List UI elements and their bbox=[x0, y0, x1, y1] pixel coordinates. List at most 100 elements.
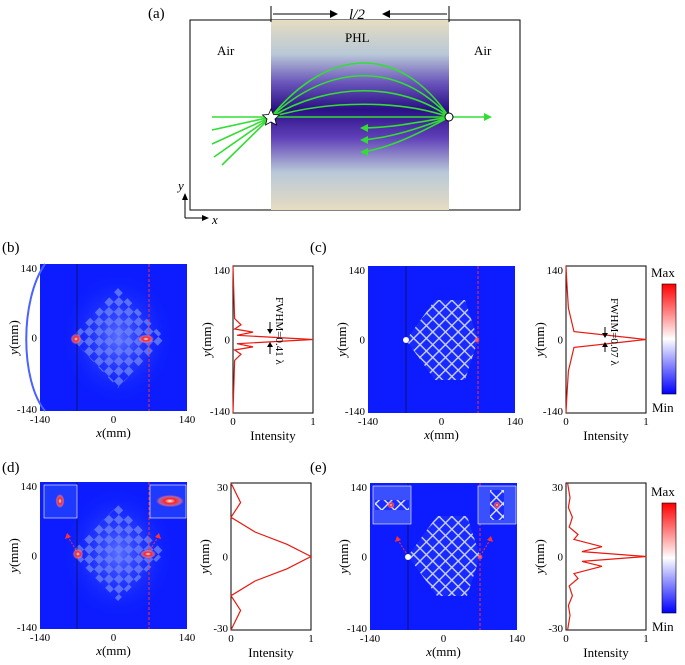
profile-x-tick-b-0: 0 bbox=[230, 416, 236, 428]
source-spot-b bbox=[70, 333, 82, 345]
colorbar-bottom-min: Min bbox=[652, 619, 674, 634]
field-y-tick-e-0: 140 bbox=[351, 482, 368, 494]
field-x-label-b: x(mm) bbox=[95, 425, 131, 440]
inset-arrow-left-d bbox=[65, 533, 71, 539]
source-spot-d bbox=[72, 548, 84, 560]
source-star-icon bbox=[261, 108, 281, 126]
phl-slab bbox=[271, 20, 449, 210]
colorbar-bottom-max: Max bbox=[651, 484, 675, 499]
profile-y-tick-e-2: -30 bbox=[548, 623, 563, 635]
field-x-tick-b-0: -140 bbox=[30, 414, 51, 426]
ray-arrow-back-3 bbox=[360, 148, 368, 156]
width-arrowhead-left bbox=[382, 10, 390, 18]
profile-x-tick-b-1: 1 bbox=[310, 416, 316, 428]
width-arrowhead-right bbox=[330, 10, 338, 18]
colorbar-top-max: Max bbox=[651, 265, 675, 280]
profile-y-tick-c-2: -140 bbox=[543, 406, 564, 418]
profile-x-tick-c-1: 1 bbox=[643, 416, 649, 428]
panel-c-field: (c) bbox=[310, 240, 515, 413]
field-y-label-d: y(mm) bbox=[6, 538, 21, 575]
field-y-label-b: y(mm) bbox=[6, 320, 21, 357]
profile-frame-c bbox=[565, 265, 647, 414]
field-y-tick-d-1: 0 bbox=[32, 551, 38, 563]
field-y-tick-c-1: 0 bbox=[360, 335, 366, 347]
axis-x-label: x bbox=[211, 212, 218, 227]
profile-curves bbox=[230, 265, 647, 631]
focus-spot-e bbox=[477, 554, 483, 560]
panel-b-field: (b) bbox=[2, 240, 187, 412]
field-x-label-c: x(mm) bbox=[423, 427, 459, 442]
profile-x-tick-e-1: 1 bbox=[643, 633, 649, 645]
profile-frame-d bbox=[230, 482, 312, 631]
profile-y-label-b: y(mm) bbox=[199, 322, 214, 359]
focus-spot-c bbox=[474, 337, 480, 343]
profile-y-tick-b-1: 0 bbox=[225, 335, 231, 347]
profile-x-label-b: Intensity bbox=[250, 428, 296, 443]
fwhm-annotation-b: FWHM=0.41 λ bbox=[267, 297, 285, 365]
colorbar-bottom: Max Min bbox=[651, 484, 677, 634]
field-x-tick-c-0: -140 bbox=[358, 416, 379, 428]
profile-y-tick-c-1: 0 bbox=[558, 335, 564, 347]
profile-x-label-d: Intensity bbox=[248, 645, 294, 660]
profile-x-tick-e-0: 0 bbox=[563, 633, 569, 645]
profile-curve-d bbox=[230, 482, 313, 631]
profile-x-tick-c-0: 0 bbox=[563, 416, 569, 428]
field-x-tick-c-1: 0 bbox=[439, 416, 445, 428]
colorbar-top-min: Min bbox=[652, 400, 674, 415]
field-y-tick-e-2: -140 bbox=[347, 623, 368, 635]
panel-label-b: (b) bbox=[2, 240, 20, 256]
profile-curve-c bbox=[565, 265, 647, 414]
profile-curve-e bbox=[567, 482, 647, 631]
profile-frame-b bbox=[232, 265, 314, 414]
field-x-tick-d-1: 0 bbox=[111, 632, 117, 644]
profile-y-tick-b-0: 140 bbox=[214, 265, 231, 277]
panel-d-field: (d) bbox=[2, 460, 187, 629]
region-phl: PHL bbox=[345, 30, 370, 45]
width-label: l/2 bbox=[349, 7, 365, 23]
field-x-tick-c-2: 140 bbox=[507, 416, 524, 428]
field-y-label-c: y(mm) bbox=[334, 322, 349, 359]
field-x-tick-e-1: 0 bbox=[441, 633, 447, 645]
field-y-label-e: y(mm) bbox=[336, 539, 351, 576]
panel-label-d: (d) bbox=[2, 460, 20, 476]
profile-y-label-e: y(mm) bbox=[532, 539, 547, 576]
panel-e-field: (e) bbox=[310, 460, 517, 630]
field-y-tick-c-2: -140 bbox=[345, 406, 366, 418]
profile-curve-b bbox=[232, 265, 314, 414]
profile-y-label-d: y(mm) bbox=[197, 539, 212, 576]
field-x-tick-e-0: -140 bbox=[360, 633, 381, 645]
field-x-tick-b-1: 0 bbox=[111, 414, 117, 426]
axis-x-arrowhead bbox=[202, 215, 209, 221]
field-x-tick-e-2: 140 bbox=[509, 633, 526, 645]
panel-a: (a) l/2 Air PHL Air bbox=[148, 6, 521, 227]
image-point-icon bbox=[444, 112, 454, 122]
profile-y-tick-d-2: -30 bbox=[213, 623, 228, 635]
ray-arrow-out bbox=[484, 113, 492, 121]
inset-arrow-right-e bbox=[487, 536, 493, 542]
profile-frames bbox=[230, 265, 647, 631]
inset-arrow-left-e bbox=[395, 536, 401, 542]
focus-spot-d bbox=[139, 549, 157, 559]
profile-y-tick-e-0: 30 bbox=[552, 482, 564, 494]
region-air-right: Air bbox=[474, 43, 492, 58]
field-x-label-d: x(mm) bbox=[95, 643, 131, 658]
panel-label-c: (c) bbox=[310, 240, 327, 256]
profile-y-tick-b-2: -140 bbox=[210, 406, 231, 418]
field-x-tick-b-2: 140 bbox=[179, 414, 196, 426]
source-spot-c bbox=[403, 337, 409, 343]
fwhm-annotation-c: FWHM=0.07 λ bbox=[602, 298, 620, 366]
inset-arrow-right-d bbox=[155, 533, 161, 539]
profile-x-label-c: Intensity bbox=[583, 428, 629, 443]
colorbar-top-bar bbox=[661, 283, 677, 395]
profile-x-tick-d-0: 0 bbox=[228, 633, 234, 645]
profile-x-label-e: Intensity bbox=[583, 645, 629, 660]
field-x-label-e: x(mm) bbox=[425, 644, 461, 659]
field-y-tick-b-0: 140 bbox=[21, 263, 38, 275]
source-spot-e bbox=[405, 554, 411, 560]
profile-y-tick-e-1: 0 bbox=[558, 552, 564, 564]
ray-bundle bbox=[211, 62, 487, 166]
panel-label-e: (e) bbox=[310, 460, 327, 476]
colorbar-bottom-bar bbox=[661, 502, 677, 614]
